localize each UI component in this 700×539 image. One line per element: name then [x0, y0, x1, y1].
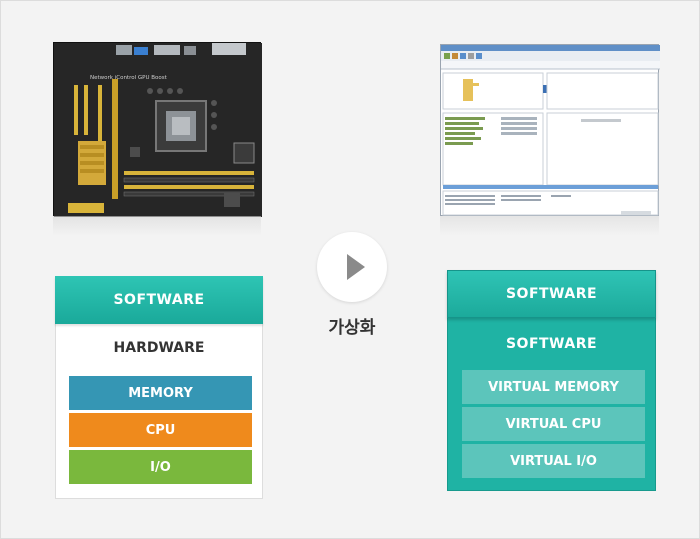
- io-block: I/O: [69, 450, 252, 484]
- software-screenshot-svg: [441, 45, 660, 216]
- virtual-memory-block: VIRTUAL MEMORY: [462, 370, 645, 404]
- cpu-block: CPU: [69, 413, 252, 447]
- motherboard-svg: Network iControl GPU Boost: [54, 43, 262, 217]
- play-icon: [347, 254, 365, 280]
- virtual-software-layer: SOFTWARE: [447, 270, 656, 318]
- virtual-io-block: VIRTUAL I/O: [462, 444, 645, 478]
- virtual-software-heading: SOFTWARE: [505, 336, 598, 352]
- motherboard-reflection: [53, 216, 261, 236]
- software-screenshot-reflection: [440, 216, 659, 236]
- hardware-heading: HARDWARE: [113, 340, 205, 356]
- motherboard-image: Network iControl GPU Boost: [53, 42, 262, 217]
- virtualization-label: 가상화: [328, 318, 376, 338]
- motherboard-label: Network iControl GPU Boost: [90, 75, 168, 81]
- memory-block: MEMORY: [69, 376, 252, 410]
- virtual-cpu-block: VIRTUAL CPU: [462, 407, 645, 441]
- physical-software-layer: SOFTWARE: [55, 276, 263, 324]
- software-screenshot-image: [440, 44, 660, 216]
